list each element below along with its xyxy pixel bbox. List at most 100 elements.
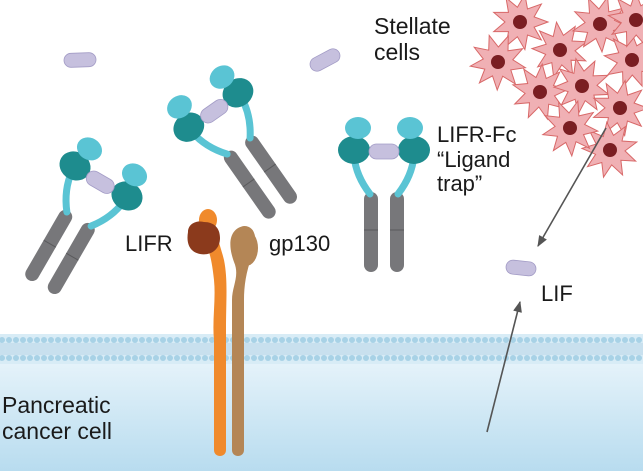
membrane-lipid-head <box>328 337 334 343</box>
membrane-lipid-head <box>377 355 383 361</box>
membrane-lipid-head <box>251 337 257 343</box>
membrane-lipid-head <box>20 337 26 343</box>
membrane-lipid-head <box>160 355 166 361</box>
membrane-lipid-head <box>440 337 446 343</box>
membrane-lipid-head <box>279 337 285 343</box>
membrane-lipid-head <box>321 337 327 343</box>
membrane-lipid-head <box>342 355 348 361</box>
lif-ligand <box>505 259 537 277</box>
lifr-receptor <box>187 209 227 456</box>
membrane-lipid-head <box>90 355 96 361</box>
membrane-lipid-head <box>153 337 159 343</box>
membrane-lipid-head <box>118 355 124 361</box>
membrane-lipid-head <box>384 337 390 343</box>
membrane-lipid-head <box>258 355 264 361</box>
membrane-lipid-head <box>391 337 397 343</box>
membrane-lipid-head <box>62 355 68 361</box>
membrane-lipid-head <box>405 337 411 343</box>
membrane-lipid-head <box>601 337 607 343</box>
membrane-lipid-head <box>636 337 642 343</box>
membrane-lipid-head <box>461 355 467 361</box>
membrane-lipid-head <box>608 337 614 343</box>
membrane-lipid-head <box>615 337 621 343</box>
membrane-lipid-head <box>34 337 40 343</box>
membrane-lipid-head <box>195 355 201 361</box>
membrane-lipid-head <box>447 337 453 343</box>
membrane-lipid-head <box>342 337 348 343</box>
lifr-label: LIFR <box>125 231 173 256</box>
membrane-lipid-head <box>167 337 173 343</box>
membrane-lipid-head <box>125 337 131 343</box>
lif-ligand <box>63 52 97 68</box>
membrane-lipid-head <box>307 337 313 343</box>
stellate-cell-nucleus <box>629 13 643 27</box>
membrane-lipid-head <box>475 337 481 343</box>
membrane-lipid-head <box>454 355 460 361</box>
membrane-lipid-head <box>27 337 33 343</box>
membrane-lipid-head <box>489 337 495 343</box>
membrane-lipid-head <box>167 355 173 361</box>
membrane-lipid-head <box>482 337 488 343</box>
membrane-lipid-head <box>545 337 551 343</box>
membrane-lipid-head <box>265 337 271 343</box>
gp130-label: gp130 <box>269 231 331 256</box>
membrane-lipid-head <box>475 355 481 361</box>
membrane-lipid-head <box>0 337 5 343</box>
membrane-lipid-head <box>517 355 523 361</box>
membrane-lipid-head <box>524 355 530 361</box>
membrane-lipid-head <box>13 355 19 361</box>
membrane-lipid-head <box>566 355 572 361</box>
membrane-lipid-head <box>104 337 110 343</box>
membrane-lipid-head <box>146 355 152 361</box>
membrane-lipid-head <box>13 337 19 343</box>
membrane-lipid-head <box>209 337 215 343</box>
membrane-lipid-head <box>335 355 341 361</box>
membrane-lipid-head <box>629 337 635 343</box>
membrane-lipid-head <box>349 355 355 361</box>
membrane-lipid-head <box>503 337 509 343</box>
membrane-lipid-head <box>286 355 292 361</box>
membrane-lipid-head <box>41 337 47 343</box>
membrane-lipid-head <box>244 355 250 361</box>
membrane-lipid-head <box>76 337 82 343</box>
ligand-trap <box>25 137 148 295</box>
membrane-lipid-head <box>594 355 600 361</box>
membrane-lipid-head <box>279 355 285 361</box>
membrane-lipid-head <box>118 337 124 343</box>
membrane-lipid-head <box>139 337 145 343</box>
lif-ligand <box>309 48 341 72</box>
membrane-lipid-head <box>468 355 474 361</box>
membrane-lipid-head <box>139 355 145 361</box>
stellate-cells-label: Stellate cells <box>374 13 451 65</box>
membrane-lipid-head <box>622 337 628 343</box>
pancreatic-cancer-cell-label: Pancreatic cancer cell <box>2 392 112 444</box>
membrane-lipid-head <box>300 355 306 361</box>
membrane-lipid-head <box>55 337 61 343</box>
membrane-lipid-head <box>174 355 180 361</box>
membrane-lipid-head <box>314 355 320 361</box>
membrane-lipid-head <box>132 337 138 343</box>
membrane-lipid-head <box>426 337 432 343</box>
membrane-lipid-head <box>272 355 278 361</box>
membrane-lipid-head <box>132 355 138 361</box>
membrane-lipid-head <box>293 355 299 361</box>
membrane-lipid-tails <box>0 343 643 355</box>
membrane-lipid-head <box>622 355 628 361</box>
cancer-cell-interior <box>0 360 643 471</box>
stellate-cell-nucleus <box>533 85 547 99</box>
membrane-lipid-head <box>188 337 194 343</box>
stellate-cell-nucleus <box>593 17 607 31</box>
membrane-lipid-head <box>34 355 40 361</box>
membrane-lipid-head <box>97 355 103 361</box>
membrane-lipid-head <box>587 337 593 343</box>
membrane-lipid-head <box>629 355 635 361</box>
membrane-lipid-head <box>356 355 362 361</box>
membrane-lipid-head <box>335 337 341 343</box>
gp130-receptor <box>230 226 258 456</box>
membrane-lipid-head <box>370 355 376 361</box>
membrane-lipid-head <box>314 337 320 343</box>
membrane-lipid-head <box>433 355 439 361</box>
arrow-stellate-to-lif <box>537 127 607 247</box>
membrane-lipid-head <box>461 337 467 343</box>
membrane-lipid-head <box>97 337 103 343</box>
